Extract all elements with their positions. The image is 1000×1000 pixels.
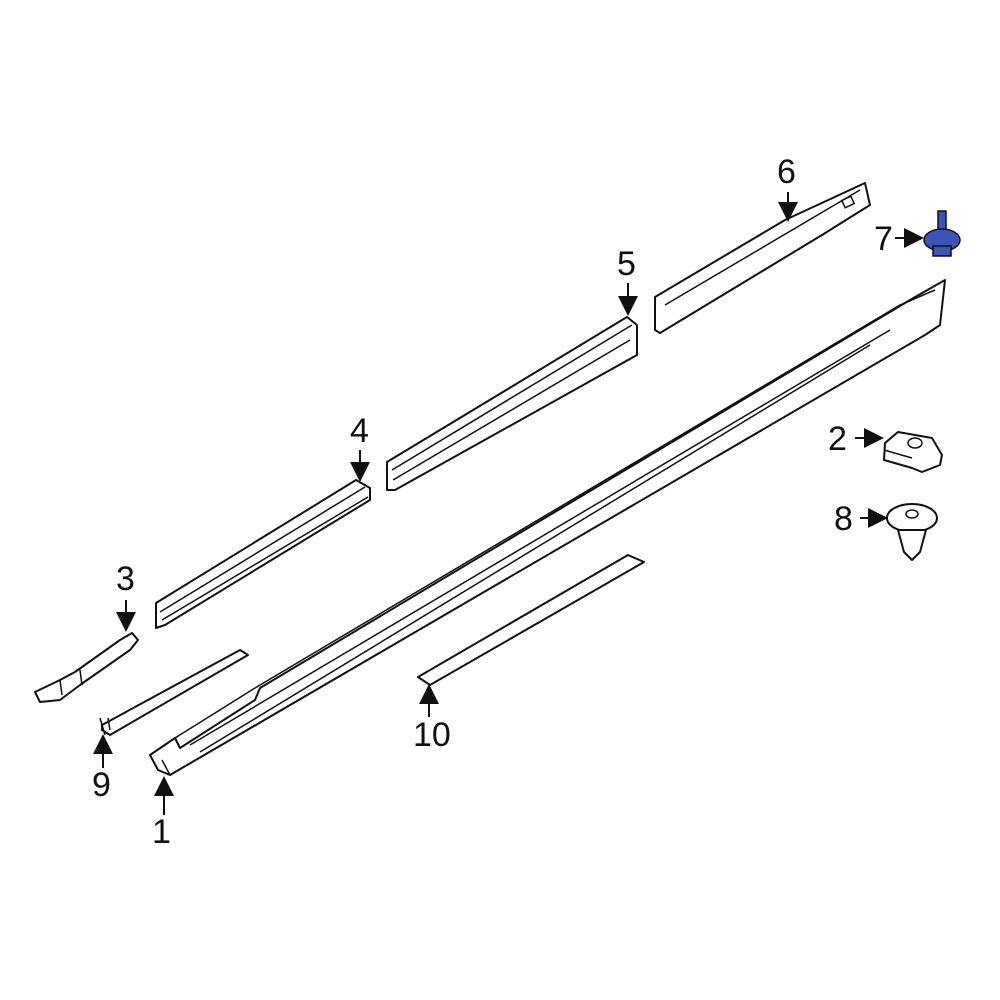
push-pin-part[interactable]: [886, 503, 938, 561]
callout-2[interactable]: 2: [828, 420, 847, 458]
tape-strip-part[interactable]: [417, 554, 645, 686]
callout-10[interactable]: 10: [413, 716, 451, 754]
callout-6[interactable]: 6: [777, 153, 796, 191]
callout-7[interactable]: 7: [874, 220, 893, 258]
end-bracket-part[interactable]: [34, 632, 139, 703]
seal-strip-part[interactable]: [99, 649, 249, 736]
callout-1[interactable]: 1: [152, 813, 171, 851]
stud-fastener-part[interactable]: [923, 210, 961, 257]
callout-3[interactable]: 3: [116, 560, 135, 598]
center-retainer-part[interactable]: [386, 316, 638, 491]
callout-arrows: [93, 192, 924, 815]
clip-nut-part[interactable]: [883, 431, 943, 473]
callout-8[interactable]: 8: [834, 500, 853, 538]
rear-retainer-part[interactable]: [654, 182, 871, 334]
front-retainer-part[interactable]: [155, 479, 371, 629]
callout-5[interactable]: 5: [617, 245, 636, 283]
callout-4[interactable]: 4: [350, 412, 369, 450]
rocker-panel-part[interactable]: [149, 279, 946, 776]
callout-9[interactable]: 9: [92, 766, 111, 804]
